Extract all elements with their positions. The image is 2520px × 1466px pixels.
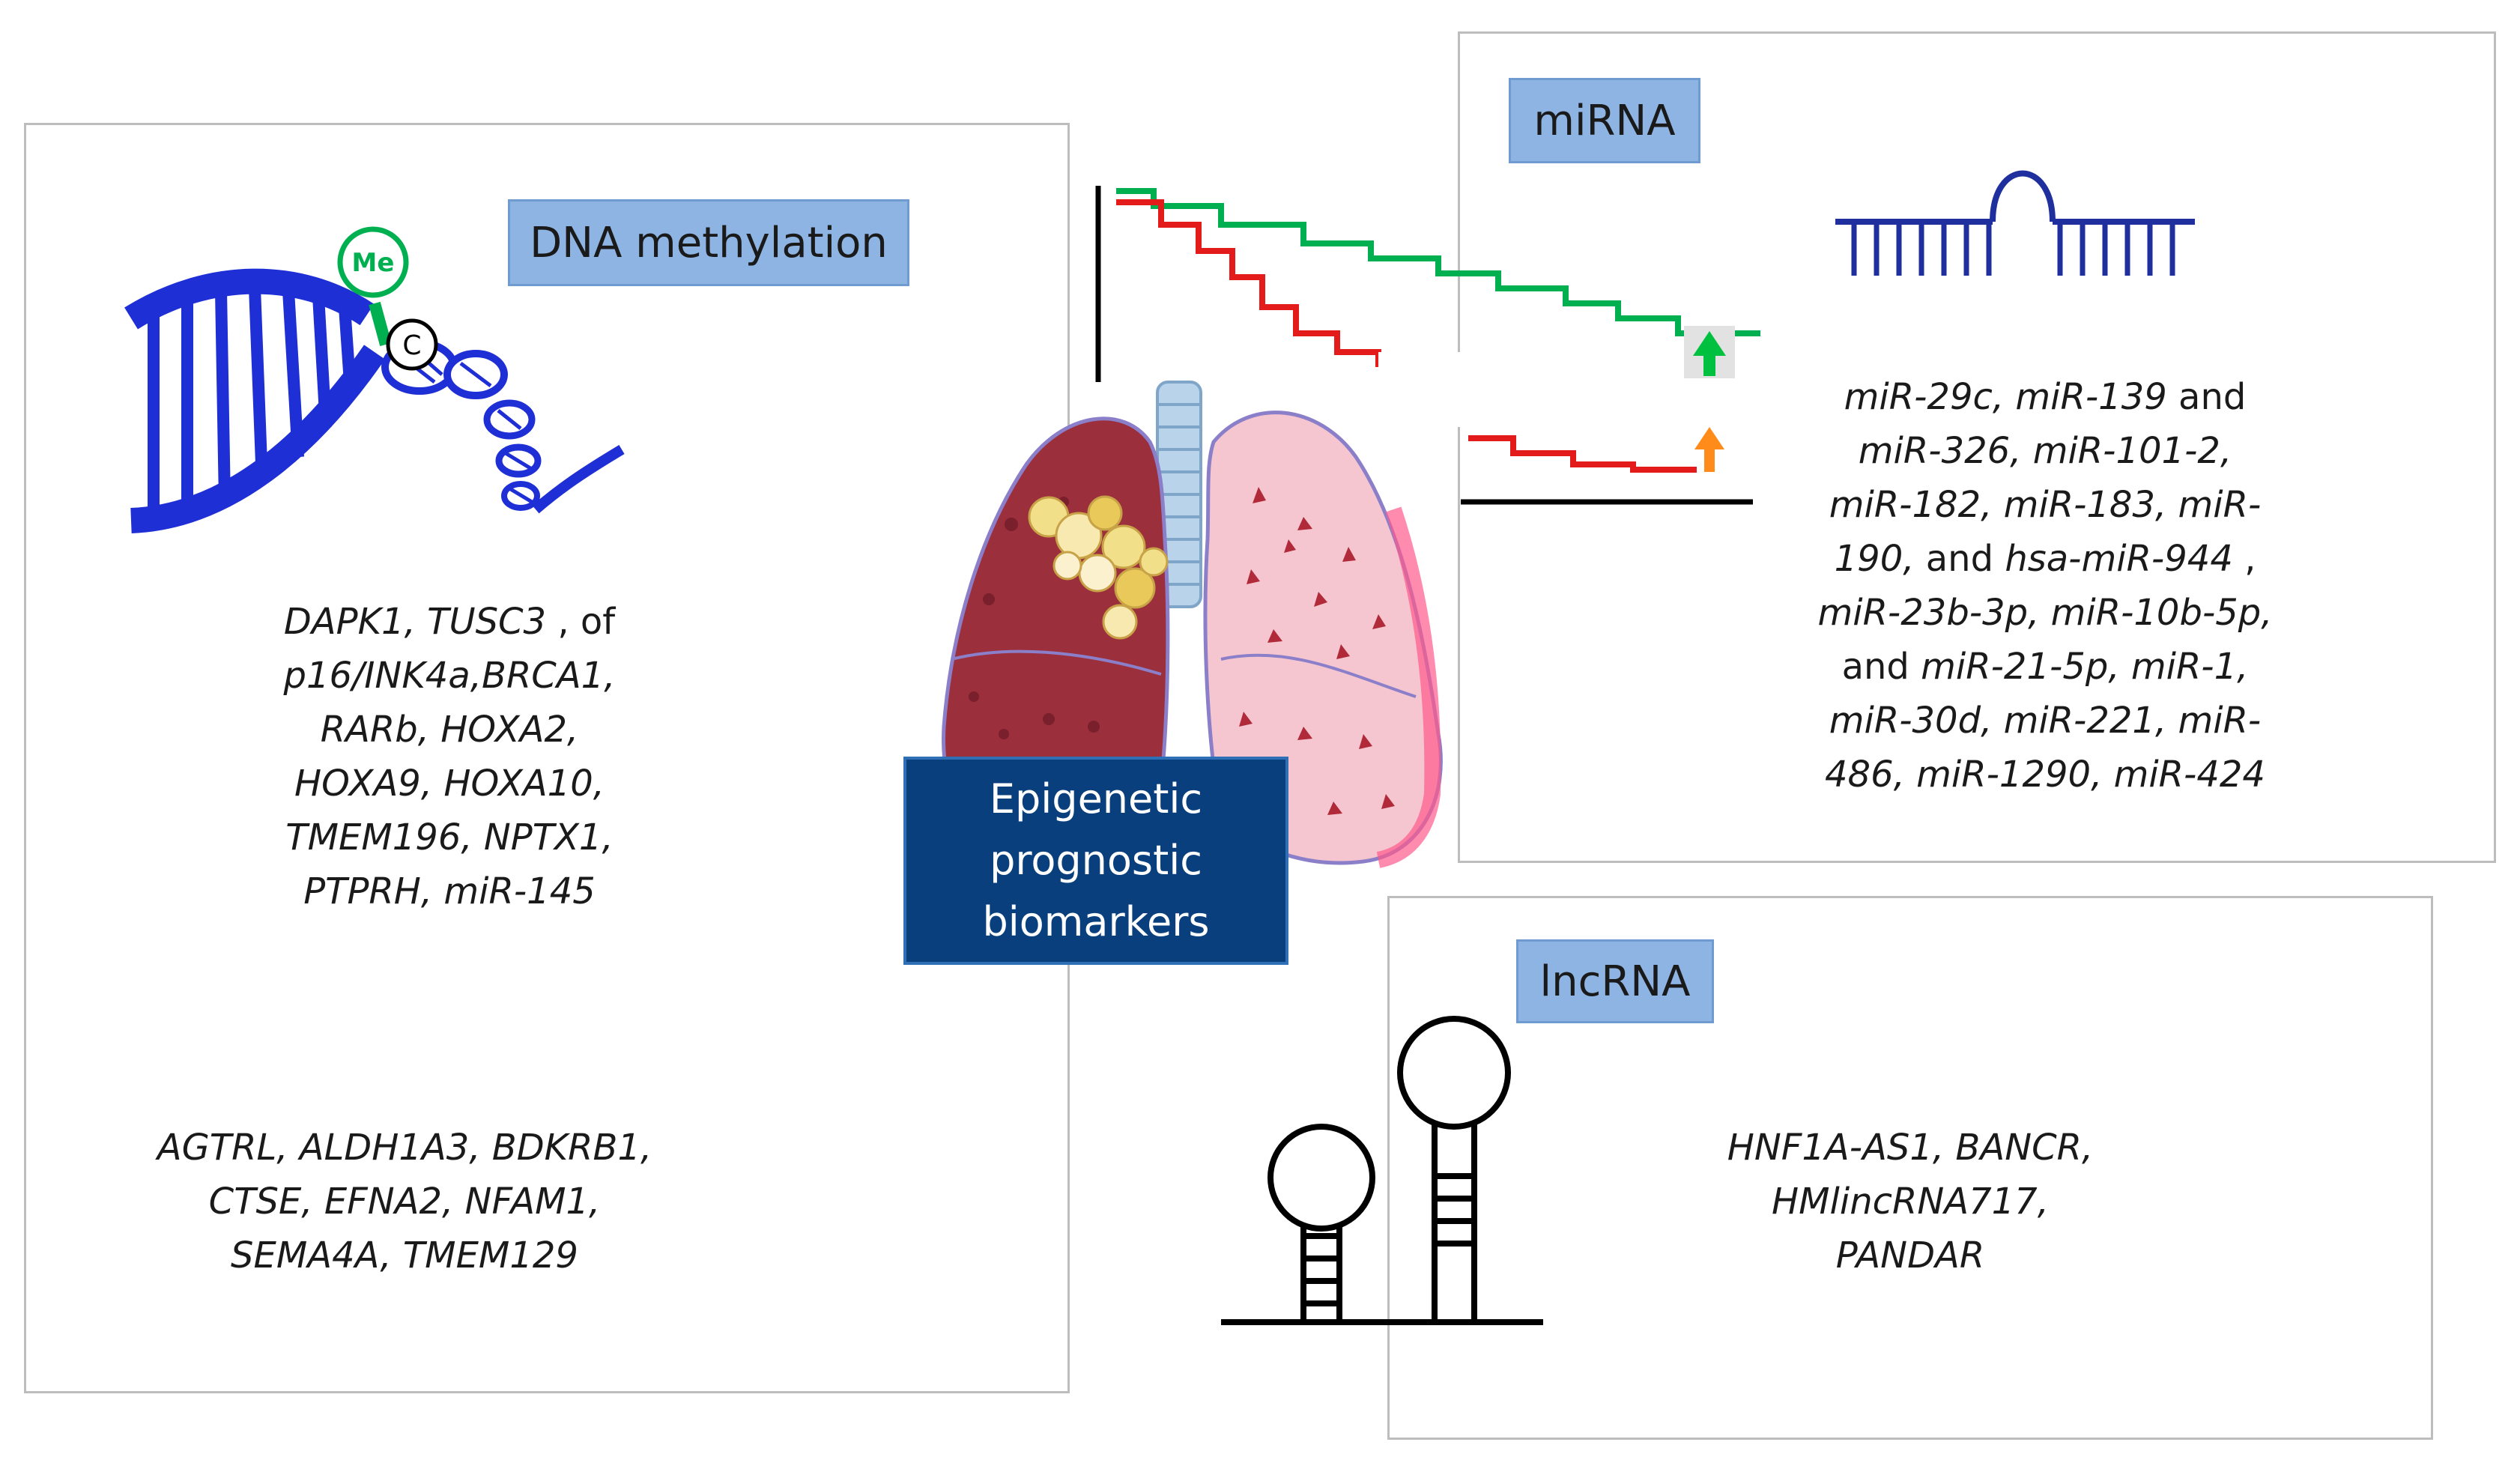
center-label-line: biomarkers (982, 898, 1210, 945)
gene-names: HOXA9, HOXA10, (294, 763, 605, 805)
cytosine-label: C (402, 330, 421, 361)
lncrna-line: PANDAR (1835, 1235, 1985, 1276)
dna-helix-icon: Me C (124, 226, 625, 533)
epigenetic-prognostic-biomarkers-box: Epigenetic prognostic biomarkers (903, 757, 1288, 965)
mirna-line: and miR-21-5p, miR-1, (1745, 640, 2345, 694)
mirna-names: 486, miR-1290, miR-424 (1825, 754, 2265, 796)
lncrna-line: HNF1A-AS1, BANCR, (1727, 1127, 2094, 1169)
up-arrow-orange-icon (1694, 427, 1724, 472)
mirna-hairpin-icon (1835, 170, 2195, 276)
mirna-names: miR-21-5p, miR-1, (1921, 646, 2249, 688)
mirna-connector: and (1841, 646, 1921, 688)
mirna-panel (1458, 31, 2496, 863)
survival-curve-icon (1095, 186, 1798, 505)
lncrna-title: lncRNA (1539, 957, 1691, 1006)
mirna-connector: , (2232, 538, 2256, 580)
methyl-label: Me (352, 248, 395, 278)
dna-methylation-gene-list-1: DAPK1, TUSC3 , of p16/INK4a,BRCA1, RARb, H… (187, 595, 712, 918)
mirna-connector: and (2166, 376, 2247, 418)
mirna-names: miR-326, miR-101-2, (1858, 430, 2232, 472)
up-arrow-green-icon (1693, 331, 1726, 376)
mirna-list: miR-29c, miR-139 and miR-326, miR-101-2, m… (1745, 370, 2345, 802)
mirna-line: miR-29c, miR-139 and (1745, 370, 2345, 424)
gene-line: PTPRH, miR-145 (187, 864, 712, 918)
mirna-line: miR-182, miR-183, miR- (1745, 478, 2345, 532)
mirna-line: 486, miR-1290, miR-424 (1745, 748, 2345, 802)
gene-line: SEMA4A, TMEM129 (231, 1235, 578, 1276)
dna-methylation-gene-list-2: AGTRL, ALDH1A3, BDKRB1, CTSE, EFNA2, NFAM… (105, 1121, 704, 1282)
mirna-names: hsa-miR-944 (2005, 538, 2233, 580)
gene-names: PTPRH, miR-145 (303, 870, 596, 912)
gene-line: AGTRL, ALDH1A3, BDKRB1, (157, 1127, 652, 1169)
mirna-line: miR-30d, miR-221, miR- (1745, 694, 2345, 748)
gene-names: DAPK1, TUSC3 (283, 601, 547, 643)
gene-line: RARb, HOXA2, (187, 703, 712, 757)
gene-names: TMEM196, NPTX1, (285, 817, 614, 858)
gene-line: HOXA9, HOXA10, (187, 757, 712, 811)
gene-line: p16/INK4a,BRCA1, (187, 649, 712, 703)
dna-methylation-tag: DNA methylation (508, 199, 909, 286)
center-label-line: prognostic (990, 837, 1202, 884)
mirna-connector: and (1914, 538, 2005, 580)
mirna-line: miR-23b-3p, miR-10b-5p, (1745, 586, 2345, 640)
dna-methylation-panel (24, 123, 1070, 1393)
gene-line: DAPK1, TUSC3 , of (187, 595, 712, 649)
lungs-icon (942, 381, 1443, 868)
center-label-line: Epigenetic (989, 775, 1203, 823)
gene-connector: , of (546, 601, 616, 643)
lncrna-list: HNF1A-AS1, BANCR, HMlincRNA717, PANDAR (1685, 1121, 2135, 1282)
mirna-names: miR-182, miR-183, miR- (1829, 484, 2262, 526)
mirna-title: miRNA (1533, 96, 1676, 145)
lncrna-stemloop-icon (1221, 1016, 1543, 1325)
mirna-names: miR-30d, miR-221, miR- (1829, 700, 2262, 742)
gene-line: TMEM196, NPTX1, (187, 811, 712, 864)
lncrna-tag: lncRNA (1516, 939, 1714, 1023)
dna-methylation-title: DNA methylation (530, 218, 888, 267)
mirna-tag: miRNA (1509, 78, 1700, 163)
mirna-line: 190, and hsa-miR-944 , (1745, 532, 2345, 586)
gene-line: CTSE, EFNA2, NFAM1, (208, 1181, 601, 1223)
gene-names: p16/INK4a,BRCA1, (283, 655, 616, 697)
mirna-line: miR-326, miR-101-2, (1745, 424, 2345, 478)
mirna-names: miR-29c, miR-139 (1844, 376, 2167, 418)
lncrna-line: HMlincRNA717, (1772, 1181, 2049, 1223)
gene-names: RARb, HOXA2, (320, 709, 579, 751)
mirna-names: 190, (1834, 538, 1915, 580)
mirna-names: miR-23b-3p, miR-10b-5p, (1817, 592, 2273, 634)
